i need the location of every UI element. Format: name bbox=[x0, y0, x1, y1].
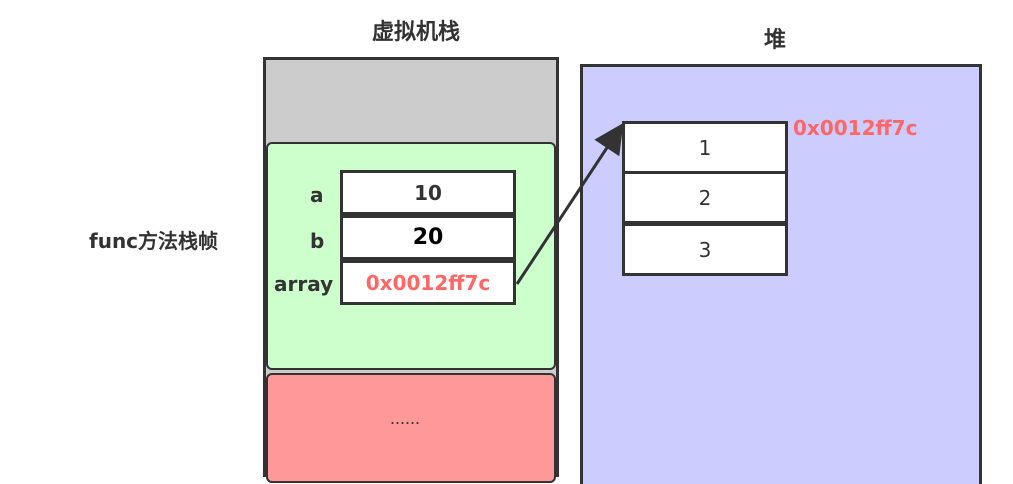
heap-element-1: 1 bbox=[622, 121, 788, 174]
heap-address-label: 0x0012ff7c bbox=[793, 116, 918, 140]
lower-frame-ellipsis: ...... bbox=[390, 408, 421, 428]
heap-element-2: 2 bbox=[622, 171, 788, 224]
var-name-array: array bbox=[274, 272, 334, 296]
var-value-a: 10 bbox=[340, 170, 516, 215]
memory-diagram: 虚拟机栈 堆 ...... func方法栈帧 a b array 10 20 0… bbox=[89, 20, 982, 484]
var-value-b: 20 bbox=[340, 215, 516, 260]
frame-label: func方法栈帧 bbox=[89, 229, 219, 253]
var-name-b: b bbox=[310, 229, 325, 253]
heap-element-3: 3 bbox=[622, 223, 788, 276]
var-name-a: a bbox=[310, 183, 324, 207]
heap-title: 堆 bbox=[764, 28, 787, 53]
stack-title: 虚拟机栈 bbox=[372, 20, 461, 45]
var-value-array: 0x0012ff7c bbox=[340, 260, 516, 305]
